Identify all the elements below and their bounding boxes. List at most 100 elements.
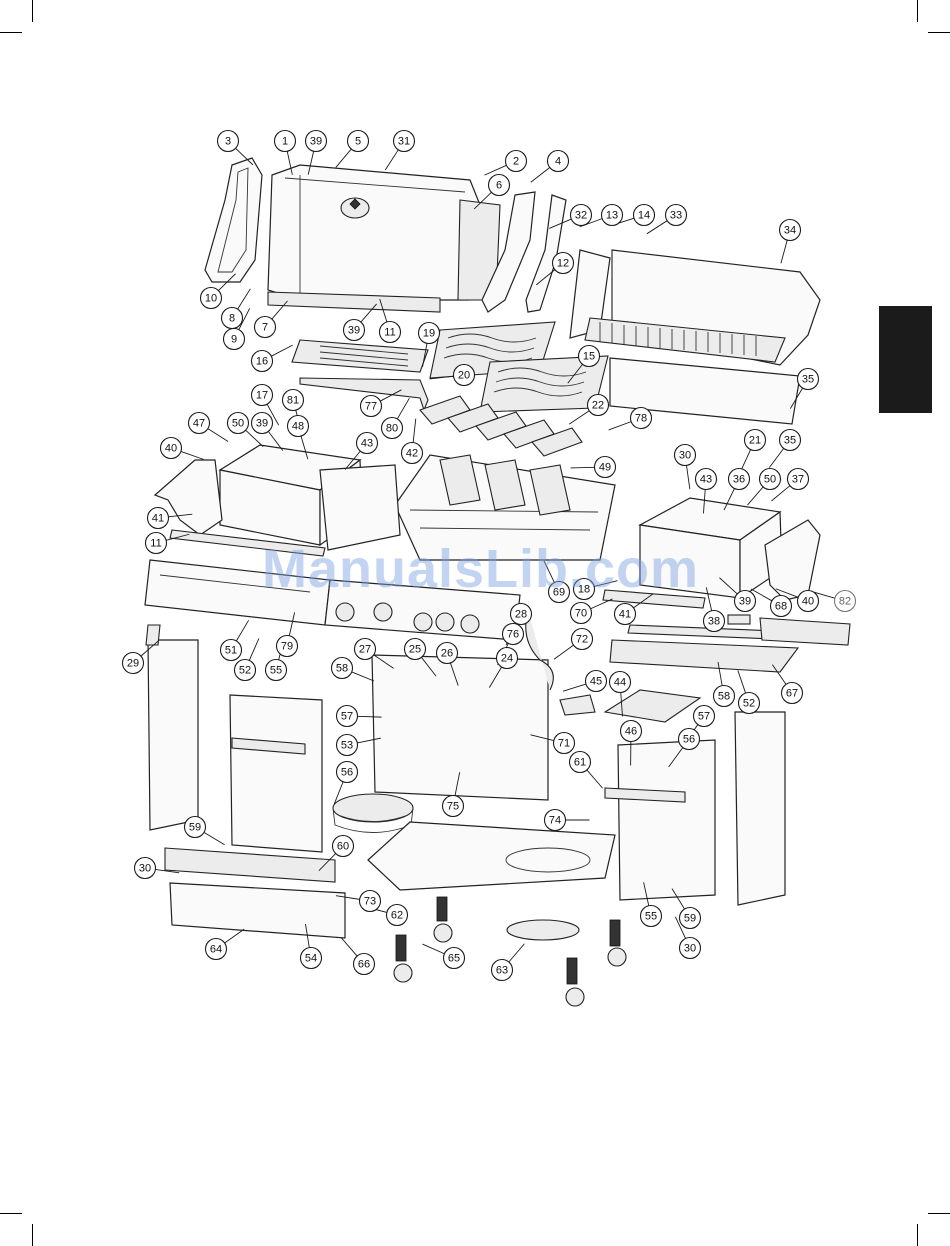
left-lid-handle bbox=[205, 158, 262, 282]
callout-label: 31 bbox=[398, 136, 410, 148]
callout-label: 47 bbox=[193, 418, 205, 430]
leader-line bbox=[225, 929, 245, 943]
callout-4: 4 bbox=[548, 151, 569, 172]
leader-line bbox=[587, 770, 603, 788]
right-door bbox=[618, 740, 715, 900]
leader-line bbox=[249, 638, 259, 660]
callout-label: 17 bbox=[256, 390, 268, 402]
callout-43: 43 bbox=[696, 469, 717, 490]
casters bbox=[394, 897, 626, 1006]
callout-label: 56 bbox=[683, 734, 695, 746]
front-bottom-panel bbox=[170, 883, 345, 938]
callout-label: 75 bbox=[447, 801, 459, 813]
callout-label: 41 bbox=[619, 609, 631, 621]
callout-label: 43 bbox=[361, 438, 373, 450]
callout-15: 15 bbox=[579, 346, 600, 367]
callout-44: 44 bbox=[610, 672, 631, 693]
callout-39: 39 bbox=[344, 320, 365, 341]
callout-label: 32 bbox=[575, 210, 587, 222]
callout-24: 24 bbox=[497, 648, 518, 669]
callout-label: 10 bbox=[205, 293, 217, 305]
callout-label: 68 bbox=[775, 601, 787, 613]
leader-line bbox=[422, 944, 444, 954]
leader-line bbox=[336, 149, 351, 167]
callout-label: 65 bbox=[448, 953, 460, 965]
callout-label: 22 bbox=[592, 400, 604, 412]
callout-52: 52 bbox=[235, 660, 256, 681]
callout-26: 26 bbox=[437, 643, 458, 664]
callout-29: 29 bbox=[123, 653, 144, 674]
callout-label: 24 bbox=[501, 653, 513, 665]
callout-40: 40 bbox=[798, 591, 819, 612]
callout-label: 27 bbox=[359, 644, 371, 656]
callout-label: 8 bbox=[229, 313, 235, 325]
callout-label: 55 bbox=[645, 911, 657, 923]
callout-label: 30 bbox=[679, 450, 691, 462]
callout-label: 63 bbox=[496, 965, 508, 977]
callout-49: 49 bbox=[595, 457, 616, 478]
callout-52: 52 bbox=[739, 693, 760, 714]
callout-39: 39 bbox=[306, 131, 327, 152]
callout-label: 77 bbox=[365, 401, 377, 413]
part-68 bbox=[728, 615, 750, 624]
leader-line bbox=[781, 240, 787, 263]
callout-label: 19 bbox=[423, 328, 435, 340]
callout-65: 65 bbox=[444, 948, 465, 969]
callout-67: 67 bbox=[782, 683, 803, 704]
callout-12: 12 bbox=[553, 253, 574, 274]
callout-60: 60 bbox=[333, 836, 354, 857]
leader-line bbox=[571, 467, 595, 468]
leader-line bbox=[236, 620, 248, 641]
callout-label: 40 bbox=[802, 596, 814, 608]
callout-label: 35 bbox=[802, 374, 814, 386]
callout-77: 77 bbox=[361, 396, 382, 417]
callout-50: 50 bbox=[760, 469, 781, 490]
callout-30: 30 bbox=[135, 858, 156, 879]
leader-line bbox=[769, 448, 783, 467]
callout-34: 34 bbox=[780, 220, 801, 241]
callout-35: 35 bbox=[780, 430, 801, 451]
callout-label: 16 bbox=[256, 356, 268, 368]
callout-75: 75 bbox=[443, 796, 464, 817]
leader-line bbox=[591, 599, 613, 609]
callout-label: 40 bbox=[165, 443, 177, 455]
callout-label: 76 bbox=[507, 629, 519, 641]
leader-line bbox=[204, 832, 225, 844]
callout-label: 66 bbox=[358, 959, 370, 971]
callout-label: 52 bbox=[743, 698, 755, 710]
callout-label: 67 bbox=[786, 688, 798, 700]
leader-line bbox=[747, 487, 763, 505]
callout-label: 39 bbox=[739, 596, 751, 608]
callout-73: 73 bbox=[360, 891, 381, 912]
callout-56: 56 bbox=[679, 729, 700, 750]
callout-label: 30 bbox=[684, 943, 696, 955]
leader-line bbox=[686, 465, 689, 489]
callout-30: 30 bbox=[675, 445, 696, 466]
callout-59: 59 bbox=[680, 908, 701, 929]
tank-ring bbox=[507, 920, 579, 940]
callout-label: 11 bbox=[384, 327, 395, 339]
callout-72: 72 bbox=[572, 629, 593, 650]
callout-74: 74 bbox=[545, 810, 566, 831]
callout-11: 11 bbox=[380, 322, 401, 343]
callout-55: 55 bbox=[641, 906, 662, 927]
callout-label: 39 bbox=[348, 325, 360, 337]
left-door bbox=[230, 695, 322, 852]
callout-label: 57 bbox=[698, 711, 710, 723]
callout-25: 25 bbox=[405, 639, 426, 660]
callout-47: 47 bbox=[189, 413, 210, 434]
callout-label: 3 bbox=[225, 136, 231, 148]
callout-label: 28 bbox=[515, 609, 527, 621]
callout-label: 73 bbox=[364, 896, 376, 908]
leader-line bbox=[208, 429, 228, 442]
callout-43: 43 bbox=[357, 433, 378, 454]
callout-81: 81 bbox=[283, 390, 304, 411]
callout-label: 52 bbox=[239, 665, 251, 677]
callout-label: 62 bbox=[391, 910, 403, 922]
callout-40: 40 bbox=[161, 438, 182, 459]
callout-57: 57 bbox=[694, 706, 715, 727]
leader-line bbox=[238, 289, 251, 309]
callout-label: 35 bbox=[784, 435, 796, 447]
callout-label: 39 bbox=[310, 136, 322, 148]
callout-label: 4 bbox=[555, 156, 561, 168]
